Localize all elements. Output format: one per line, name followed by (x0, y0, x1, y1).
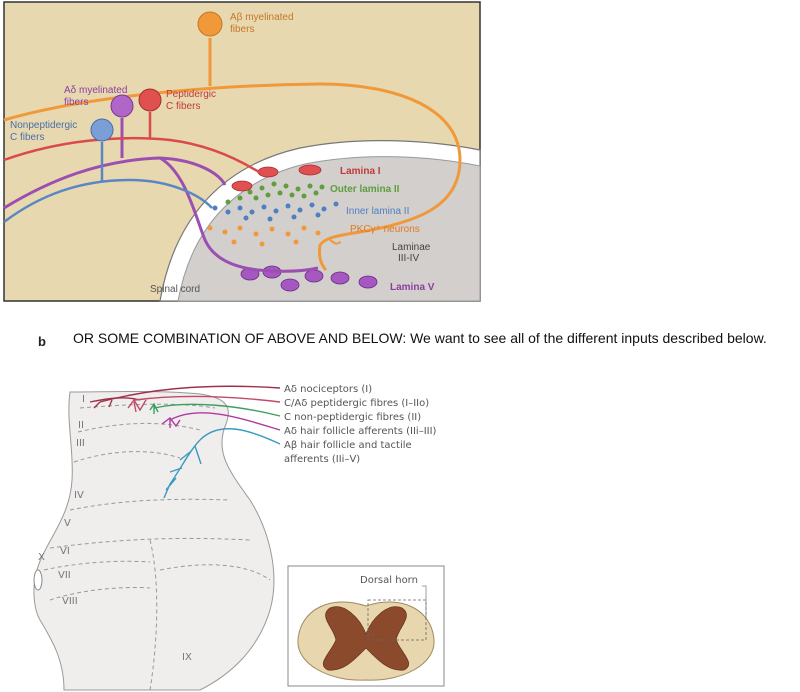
lamina-viii-numeral: VIII (62, 596, 78, 607)
legend-line-c-pep (134, 395, 281, 403)
legend-ad-nociceptors: Aδ nociceptors (I) (284, 384, 372, 395)
peptidergic-fiber-soma (138, 88, 162, 112)
lamina-i-label: Lamina I (340, 166, 381, 177)
spinal-cord-section (33, 391, 275, 691)
legend-c-nonpeptidergic: C non-peptidergic fibres (II) (284, 412, 421, 423)
lamina-i-numeral: I (82, 394, 85, 405)
central-canal (33, 569, 43, 591)
legend-line-ad-noci (99, 385, 281, 403)
nonpeptidergic-fiber-axon (3, 178, 213, 224)
pkc-neurons-label: PKCγ⁺ neurons (350, 224, 420, 235)
grey-matter-region (177, 156, 481, 302)
panel-b-letter: b (38, 334, 46, 349)
dorsal-horn-highlight (367, 599, 427, 641)
lamina-v-label: Lamina V (390, 282, 435, 293)
pkc-neuron-dots (207, 225, 321, 247)
lamina-iv-numeral: IV (74, 490, 84, 501)
lamina-vi-numeral: VI (60, 546, 70, 557)
legend-line-c-nonpep (153, 403, 281, 417)
lamina-x-numeral: X (38, 552, 45, 563)
caption-text: OR SOME COMBINATION OF ABOVE AND BELOW: … (73, 330, 767, 346)
nonpeptidergic-fiber-soma (90, 118, 114, 142)
nonpeptidergic-label-line2: C fibers (10, 132, 44, 143)
dorsal-horn-label: Dorsal horn (360, 575, 418, 586)
panel-a-diagram: Aβ myelinated fibers Aδ myelinated fiber… (3, 1, 481, 302)
legend-c-peptidergic: C/Aδ peptidergic fibres (I–IIo) (284, 398, 429, 409)
lamina-ii-numeral: II (78, 420, 84, 431)
outer-lamina-ii-dots (225, 181, 325, 205)
ab-label-line1: Aβ myelinated (230, 12, 294, 23)
lamina-ix-numeral: IX (182, 652, 192, 663)
ab-fiber-soma (197, 11, 223, 37)
ad-label-line1: Aδ myelinated (64, 85, 127, 96)
legend-ab-line2: afferents (IIi–V) (284, 454, 360, 465)
lamina-i-neurons (231, 164, 322, 192)
legend-line-ab (199, 428, 281, 445)
spinal-cord-label: Spinal cord (150, 284, 200, 295)
laminae-iii-iv-label-line2: III-IV (398, 253, 419, 264)
fiber-terminals (89, 397, 202, 499)
ad-fiber-soma (110, 94, 134, 118)
lamina-v-neurons (240, 265, 378, 292)
ab-fiber-axon (3, 82, 462, 272)
lamina-v-numeral: V (64, 518, 71, 529)
inner-lamina-ii-dots (212, 201, 339, 222)
peptidergic-fiber-axon (3, 136, 263, 176)
fiber-legend-lines (99, 385, 281, 445)
ad-label-line2: fibers (64, 97, 88, 108)
inset-cord-grey-matter (322, 606, 410, 671)
outer-lamina-ii-label: Outer lamina II (330, 184, 400, 195)
peptidergic-label-line1: Peptidergic (166, 89, 216, 100)
legend-line-ad-hair (169, 412, 281, 431)
lamina-iii-numeral: III (76, 438, 85, 449)
panel-b-diagram: Aδ nociceptors (I) C/Aδ peptidergic fibr… (33, 384, 445, 691)
laminae-iii-iv-label-line1: Laminae (392, 242, 431, 253)
ab-label-line2: fibers (230, 24, 254, 35)
caption-row: b OR SOME COMBINATION OF ABOVE AND BELOW… (0, 326, 800, 356)
nonpeptidergic-label-line1: Nonpeptidergic (10, 120, 77, 131)
inner-lamina-ii-label: Inner lamina II (346, 206, 409, 217)
lamina-vii-numeral: VII (58, 570, 71, 581)
legend-ab-line1: Aβ hair follicle and tactile (284, 440, 412, 451)
legend-ad-hair-follicle: Aδ hair follicle afferents (IIi–III) (284, 426, 437, 437)
peptidergic-label-line2: C fibers (166, 101, 200, 112)
